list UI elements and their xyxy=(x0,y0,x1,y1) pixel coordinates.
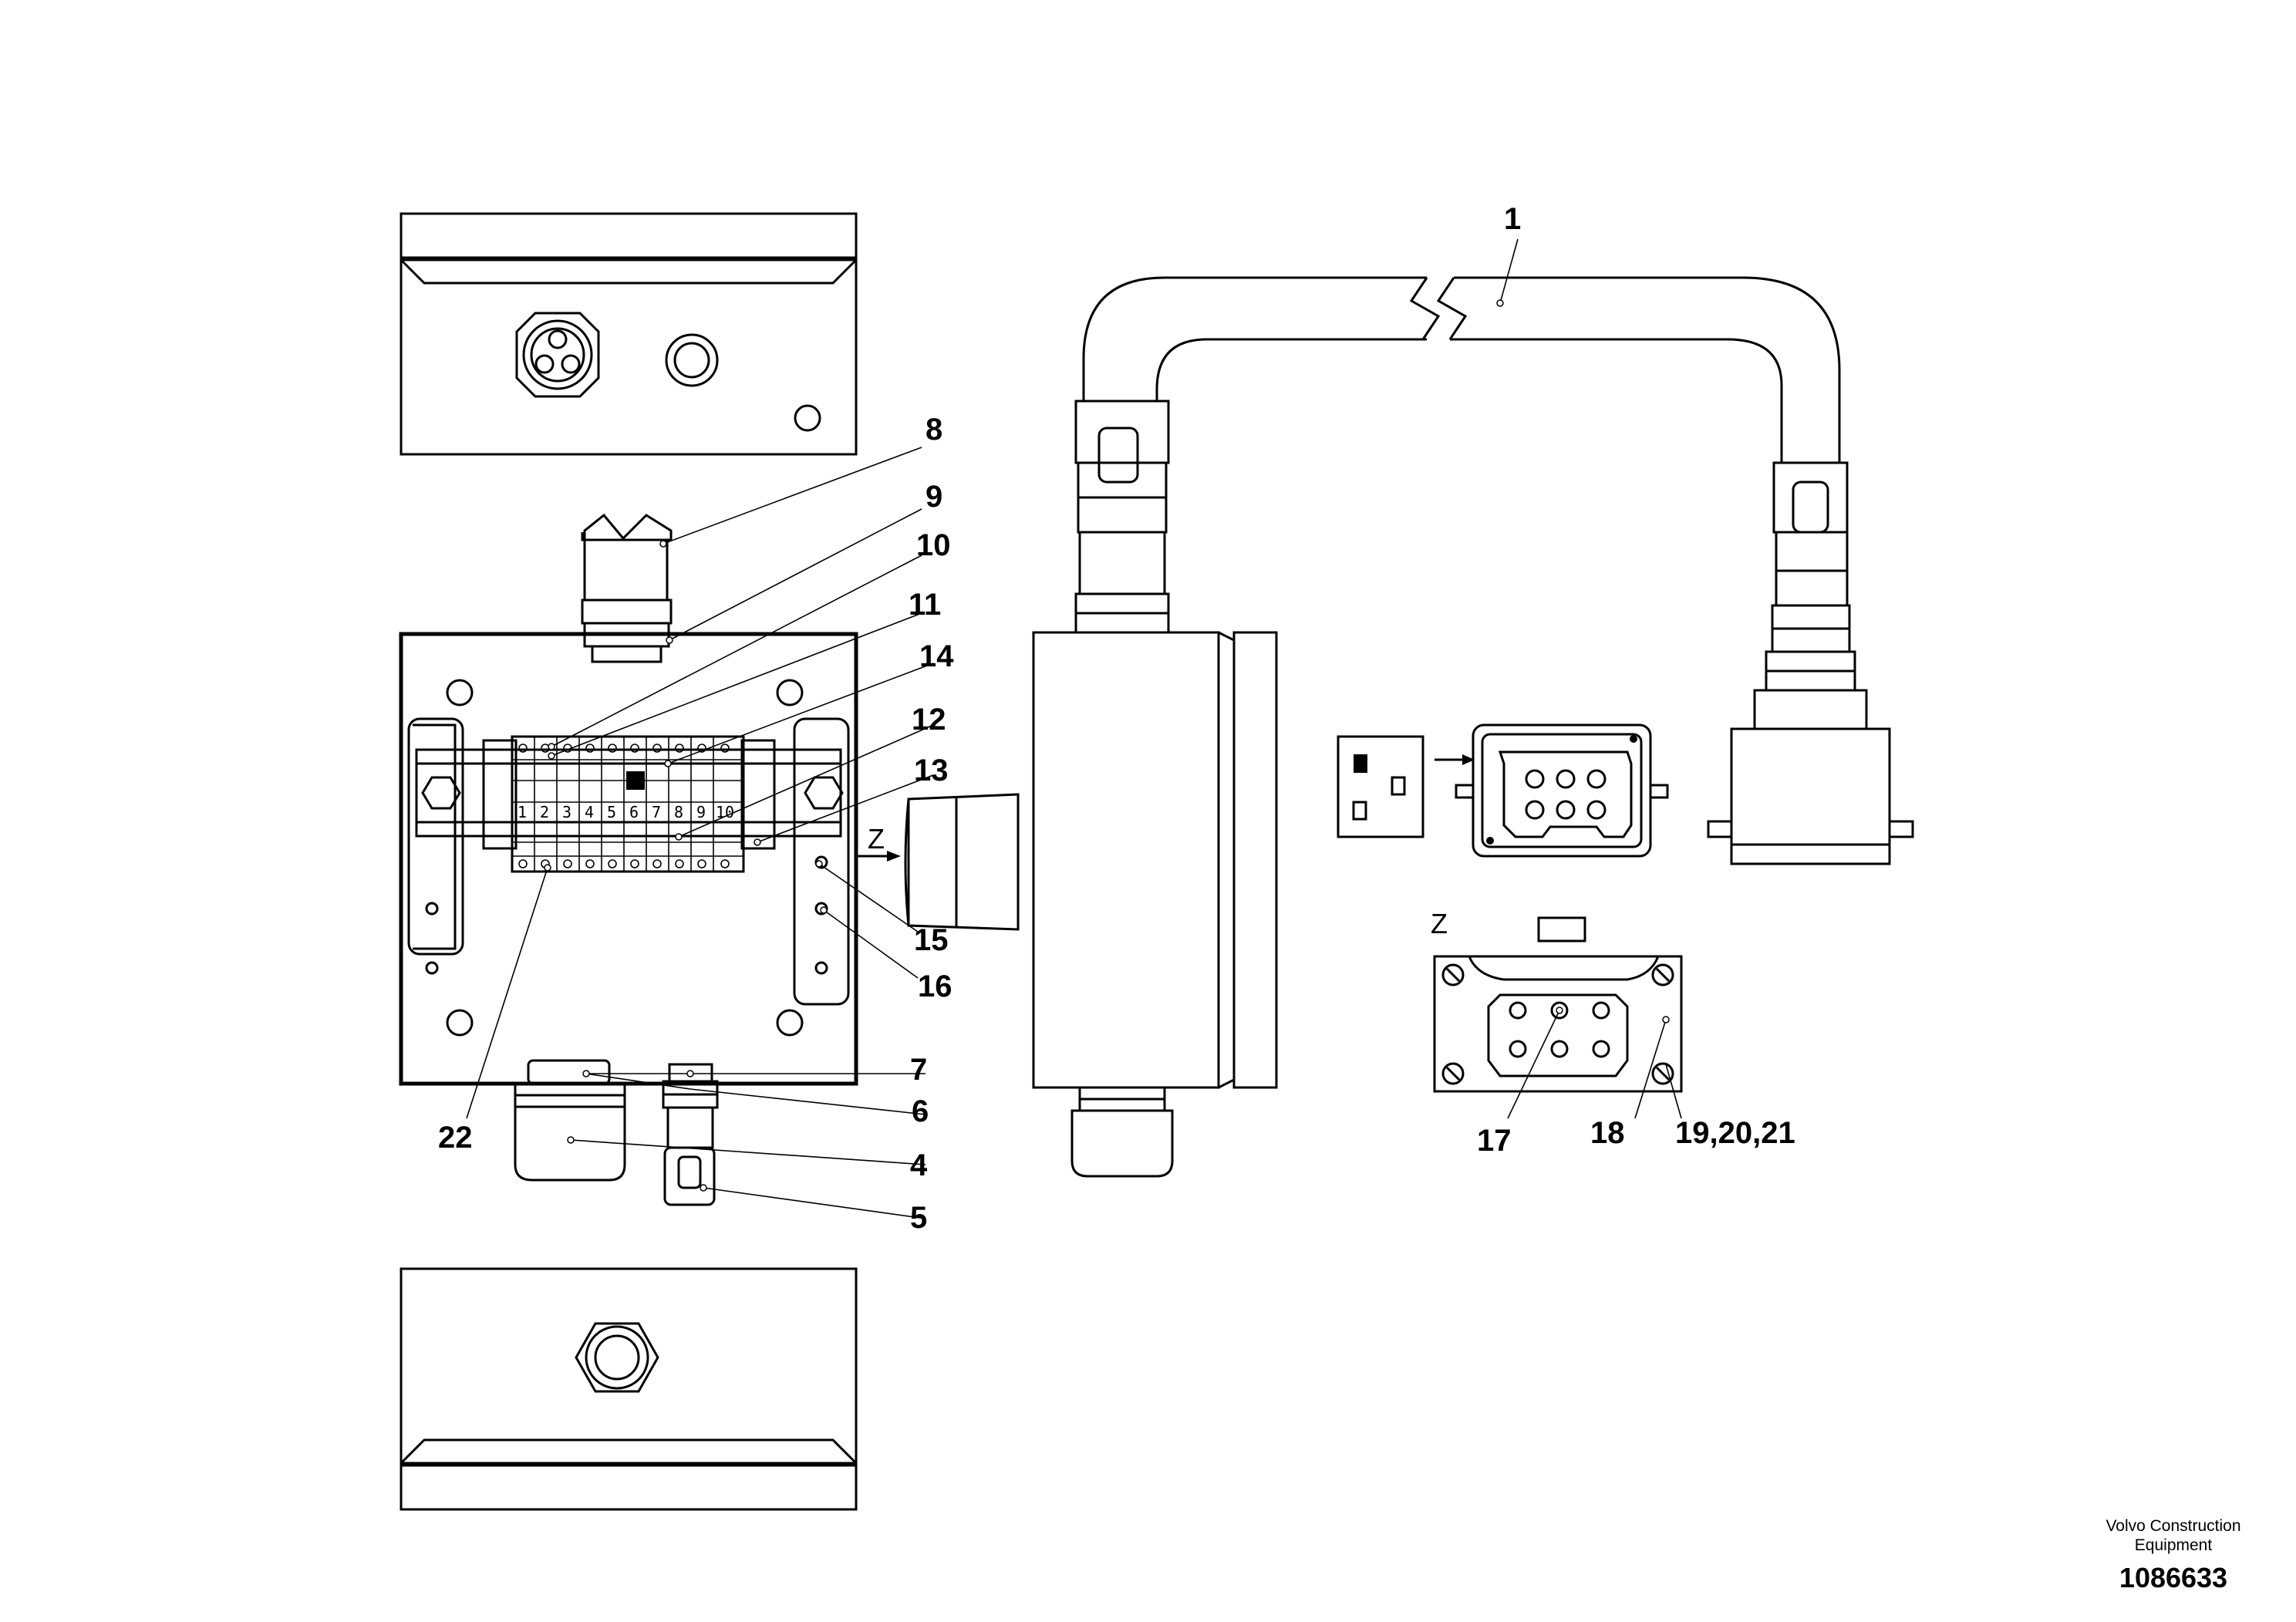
terminal-number: 4 xyxy=(585,803,594,821)
callout-8: 8 xyxy=(925,413,942,447)
connector-housing-side xyxy=(904,400,1278,1178)
callout-7: 7 xyxy=(910,1053,927,1087)
bottom-side-view xyxy=(400,1267,858,1511)
callout-16: 16 xyxy=(918,969,952,1003)
terminal-number: 2 xyxy=(540,803,549,821)
view-z-arrow: Z xyxy=(858,823,901,862)
callout-17: 17 xyxy=(1477,1124,1512,1158)
top-cable-gland xyxy=(581,513,673,663)
callout-4: 4 xyxy=(910,1148,928,1182)
callout-6: 6 xyxy=(912,1094,929,1128)
terminal-number: 3 xyxy=(562,803,571,821)
callout-19-20-21: 19,20,21 xyxy=(1675,1116,1795,1150)
callout-12: 12 xyxy=(912,703,946,737)
top-side-view xyxy=(400,212,858,456)
callouts: 1 8 9 10 11 14 12 13 15 16 7 6 4 5 22 17… xyxy=(438,202,1795,1235)
view-arrow-label: Z xyxy=(868,823,885,855)
terminal-number: 8 xyxy=(674,803,683,821)
bottom-cable-glands xyxy=(514,1059,719,1206)
callout-5: 5 xyxy=(910,1201,927,1235)
brand-line-1: Volvo Construction xyxy=(2106,1517,2240,1535)
terminal-number: 9 xyxy=(696,803,706,821)
cable-gland-top-view xyxy=(515,312,600,398)
junction-box-front xyxy=(399,632,858,1086)
callout-22: 22 xyxy=(438,1121,473,1155)
view-z-housing: Z xyxy=(1431,908,1683,1093)
callout-1: 1 xyxy=(1504,202,1521,236)
footer: Volvo Construction Equipment 1086633 xyxy=(2106,1517,2240,1593)
terminal-number: 6 xyxy=(629,803,639,821)
callout-18: 18 xyxy=(1590,1116,1625,1150)
leader-lines xyxy=(466,238,1682,1219)
view-label: Z xyxy=(1431,908,1448,939)
callout-10: 10 xyxy=(916,528,951,562)
callout-11: 11 xyxy=(909,588,941,622)
brand-line-2: Equipment xyxy=(2135,1536,2213,1554)
terminal-number: 7 xyxy=(652,803,661,821)
terminal-number: 5 xyxy=(607,803,616,821)
callout-14: 14 xyxy=(919,639,954,673)
document-number: 1086633 xyxy=(2119,1562,2227,1593)
callout-13: 13 xyxy=(914,754,949,787)
terminal-block-strip: 1 2 3 4 5 6 7 8 9 10 xyxy=(511,735,745,873)
callout-15: 15 xyxy=(914,923,949,957)
insert-detail xyxy=(1337,723,1669,858)
callout-9: 9 xyxy=(925,480,942,514)
cable-assembly xyxy=(1082,276,1914,865)
terminal-number: 1 xyxy=(518,803,527,821)
terminal-number: 10 xyxy=(716,803,734,821)
bridge-jumper xyxy=(626,771,645,790)
